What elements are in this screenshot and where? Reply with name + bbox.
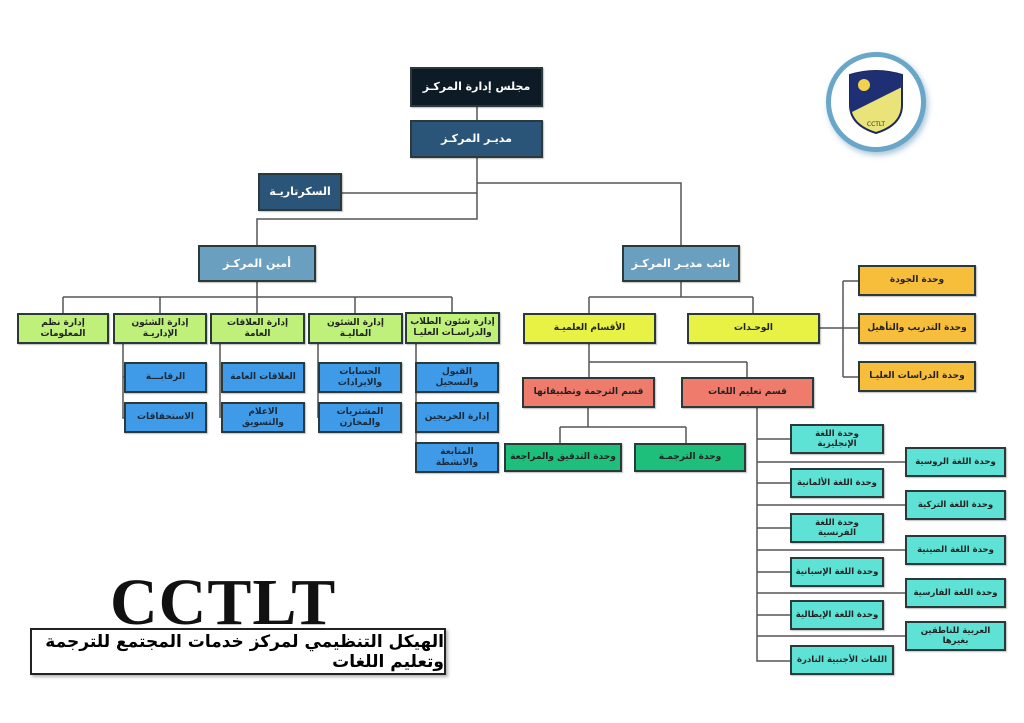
logo: CCTLT [826,52,926,152]
chart-title: الهيكل التنظيمي لمركز خدمات المجتمع للتر… [30,628,446,675]
audit-unit-box: وحدة التدقيق والمراجعة [504,443,622,472]
sub-unit-box: الرقابـــة [124,362,207,393]
language-unit-box: وحدة اللغة الألمانية [790,468,884,498]
brand-wordmark: CCTLT [110,566,337,639]
sub-unit-box: إدارة الخريجين [415,402,499,433]
sub-unit-box: الاعلام والتسويق [221,402,305,433]
languages-department-box: قسم تعليم اللغات [681,377,814,408]
training-unit-box: وحدة التدريب والتأهيل [858,313,976,344]
translation-unit-box: وحدة الترجمـة [634,443,746,472]
units-box: الوحـدات [687,313,820,344]
language-unit-box: وحدة اللغة الفارسية [905,578,1006,608]
sub-unit-box: المشتريات والمخازن [318,402,402,433]
quality-unit-box: وحدة الجودة [858,265,976,296]
secretary-general-box: أمين المركـز [198,245,316,282]
shield-emblem-icon: CCTLT [849,70,903,135]
sub-unit-box: القبول والتسجيل [415,362,499,393]
sub-unit-box: المتابعة والانشطة [415,442,499,473]
department-finance-box: إدارة الشئون الماليـة [308,313,403,344]
sub-unit-box: العلاقات العامة [221,362,305,393]
department-students-box: إدارة شئون الطلاب والدراسـات العليـا [405,312,500,344]
board-box: مجلس إدارة المركـز [410,67,543,107]
deputy-box: نائب مديـر المركـز [622,245,740,282]
director-box: مديـر المركـز [410,120,543,158]
language-unit-box: اللغات الأجنبية النادرة [790,645,894,675]
language-unit-box: وحدة اللغة الإسبانية [790,557,884,587]
department-admin-box: إدارة الشئون الإداريـة [113,313,207,344]
language-unit-box: وحدة اللغة الفرنسية [790,513,884,543]
language-unit-box: وحدة اللغة الإنجليزية [790,424,884,454]
department-info-systems-box: إدارة نظم المعلومات [17,313,109,344]
language-unit-box: العربية للناطقين بغيرها [905,621,1006,651]
secretariat-box: السكرتاريـة [258,173,342,211]
translation-department-box: قسم الترجمة وتطبيقاتها [522,377,655,408]
department-pr-box: إدارة العلاقات العامة [210,313,305,344]
language-unit-box: وحدة اللغة الروسية [905,447,1006,477]
language-unit-box: وحدة اللغة الإيطالية [790,600,884,630]
scientific-departments-box: الأقسام العلميـة [523,313,656,344]
higher-studies-unit-box: وحدة الدراسات العليـا [858,361,976,392]
sub-unit-box: الحسابات والايرادات [318,362,402,393]
language-unit-box: وحدة اللغة التركية [905,490,1006,520]
sub-unit-box: الاستحقاقات [124,402,207,433]
language-unit-box: وحدة اللغة الصينية [905,535,1006,565]
svg-text:CCTLT: CCTLT [867,121,886,128]
